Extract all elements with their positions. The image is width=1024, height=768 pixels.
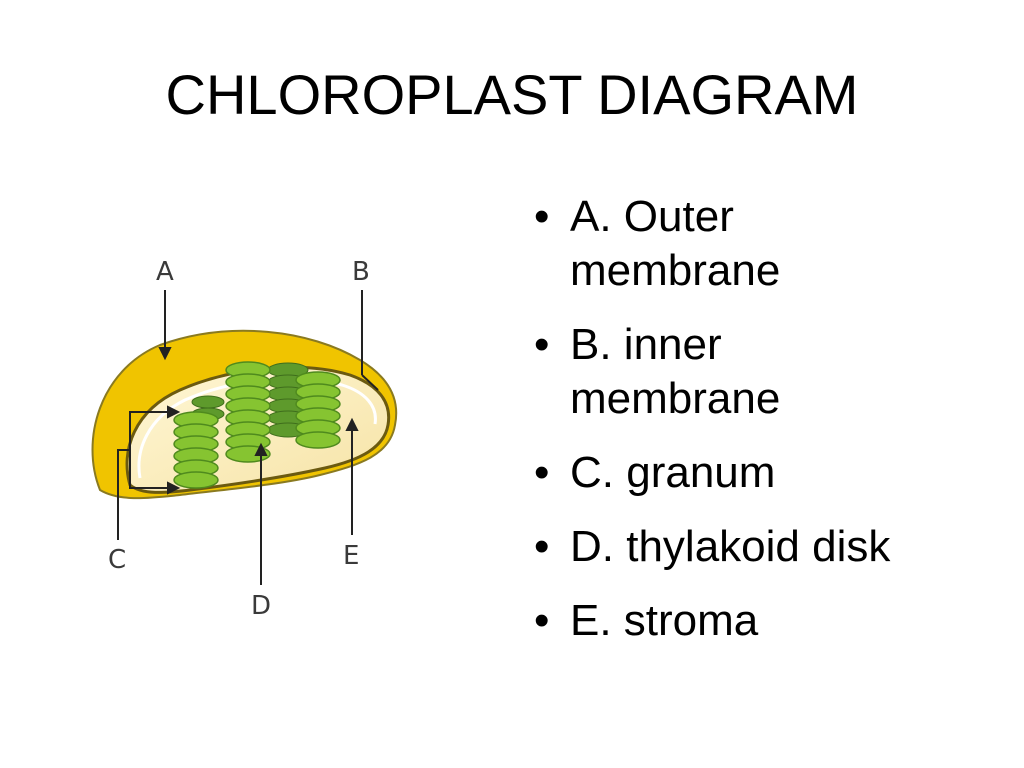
slide-title: CHLOROPLAST DIAGRAM (165, 63, 859, 126)
pointer-c-arrow-top (167, 405, 181, 419)
granum-right (295, 371, 341, 449)
legend-item-b-line2: membrane (570, 374, 781, 423)
legend-item-d-text: D. thylakoid disk (570, 522, 891, 571)
granum-left (173, 411, 219, 489)
legend-item-b: B. inner membrane (532, 318, 1002, 426)
granum-center (225, 361, 271, 463)
legend-item-b-line1: B. inner (570, 320, 722, 369)
pointer-c-arrow-bottom (167, 481, 181, 495)
pointer-d-arrow (254, 442, 268, 456)
legend-item-e: E. stroma (532, 594, 1002, 648)
legend-item-e-text: E. stroma (570, 596, 759, 645)
pointer-a-arrow (158, 347, 172, 361)
diagram-label-d: D (251, 591, 271, 621)
diagram-label-c: C (108, 545, 126, 575)
legend-item-a: A. Outer membrane (532, 190, 1002, 298)
legend-item-a-line1: A. Outer (570, 192, 734, 241)
legend-item-d: D. thylakoid disk (532, 520, 1002, 574)
diagram-label-a: A (156, 257, 174, 287)
pointer-c-lower (129, 450, 170, 489)
pointer-e-arrow (345, 417, 359, 431)
pointer-b-tail (361, 374, 379, 391)
legend-item-c-text: C. granum (570, 448, 776, 497)
legend-item-c: C. granum (532, 446, 1002, 500)
diagram-label-b: B (352, 257, 370, 287)
legend-list: A. Outer membrane B. inner membrane C. g… (532, 190, 1002, 668)
diagram-label-e: E (343, 541, 359, 571)
chloroplast-diagram: A B C D E (91, 257, 398, 621)
legend-item-a-line2: membrane (570, 246, 781, 295)
